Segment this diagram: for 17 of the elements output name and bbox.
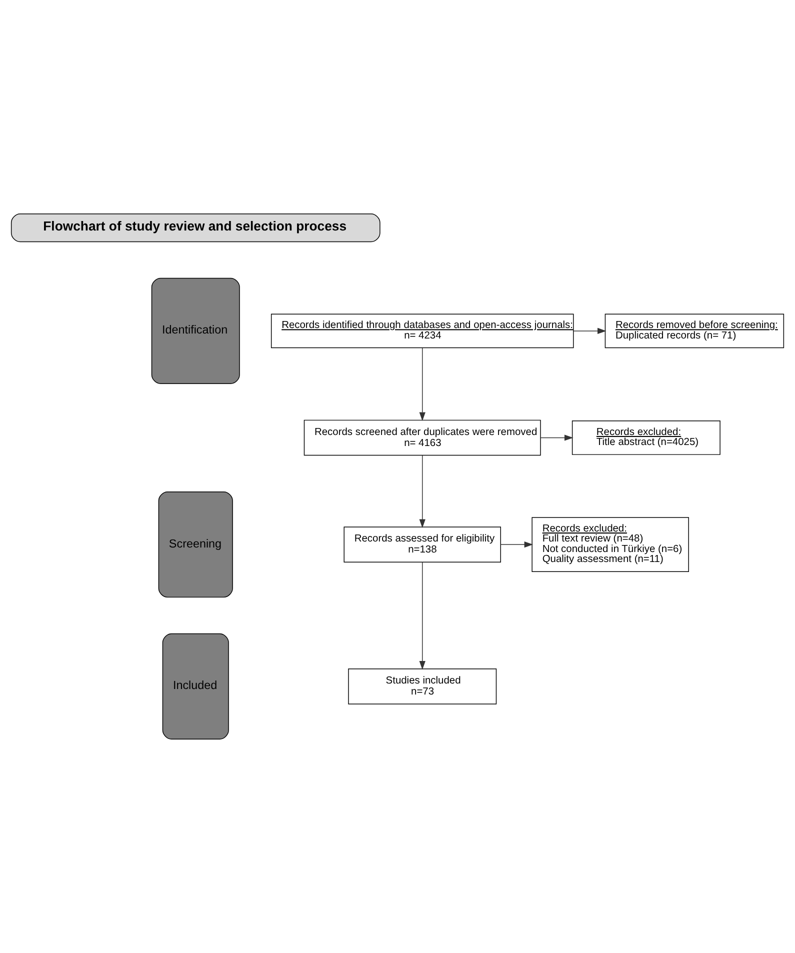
node-box: Records identified through databases and open-access journals: n= 4234 — [270, 314, 574, 348]
arrow — [500, 541, 534, 548]
arrow — [419, 348, 426, 421]
arrow — [540, 434, 574, 441]
node-box: Screening — [158, 492, 233, 598]
node-box: Records excluded: Title abstract (n=4025) — [572, 420, 720, 455]
node-box: Studies included n=73 — [348, 668, 497, 704]
node-box: Included — [162, 633, 229, 740]
node-box: Records screened after duplicates were removed n= 4163 — [304, 420, 541, 456]
arrow — [419, 455, 426, 528]
arrow — [419, 562, 426, 670]
arrow — [573, 328, 606, 334]
node-box: Identification — [151, 278, 240, 384]
node-box: Records removed before screening: Duplicated records (n= 71) — [604, 314, 784, 348]
node-box: Records assessed for eligibility n=138 — [344, 526, 501, 562]
node-box: Flowchart of study review and selection process — [10, 214, 380, 242]
node-box: Records excluded: Full text review (n=48) Not conducted in Türkiye (n=6) Quality assessment (n=11) — [532, 517, 689, 572]
